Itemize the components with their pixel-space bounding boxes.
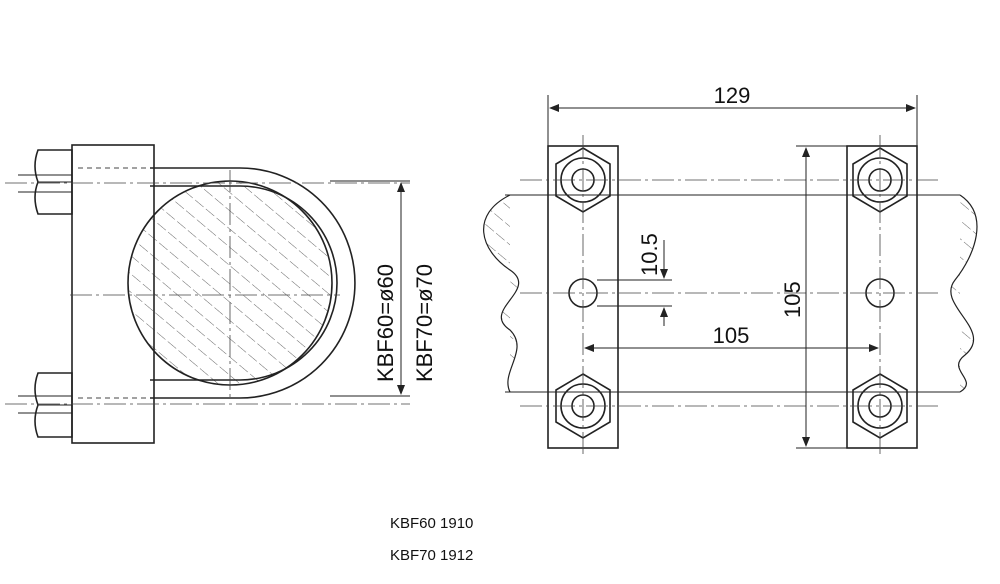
dimension-diameter-kbf70: KBF70=ø70 [412, 264, 437, 382]
dimension-diameter-kbf60: KBF60=ø60 [373, 264, 398, 382]
part-number-kbf70: KBF70 1912 [390, 547, 473, 564]
dimension-horizontal-spacing: 105 [713, 323, 750, 348]
side-view: KBF60=ø60 KBF70=ø70 [5, 144, 437, 444]
pipe-break-left [483, 194, 520, 393]
nut-top-side [34, 149, 73, 215]
dimension-offset: 10.5 [637, 233, 662, 276]
clamp-plate-right [846, 145, 918, 449]
part-number-kbf60: KBF60 1910 [390, 515, 473, 532]
dimension-vertical-spacing: 105 [780, 281, 805, 318]
part-number-list: KBF60 1910 KBF70 1912 [390, 515, 473, 564]
pipe-break-right [950, 194, 978, 393]
dimension-overall-width: 129 [714, 83, 751, 108]
front-view: 129 10.5 105 105 [483, 83, 978, 455]
nut-bottom-side [34, 372, 73, 438]
u-bolt-inner [150, 185, 338, 381]
clamp-plate [71, 144, 155, 444]
u-bolt-outer [150, 167, 356, 399]
